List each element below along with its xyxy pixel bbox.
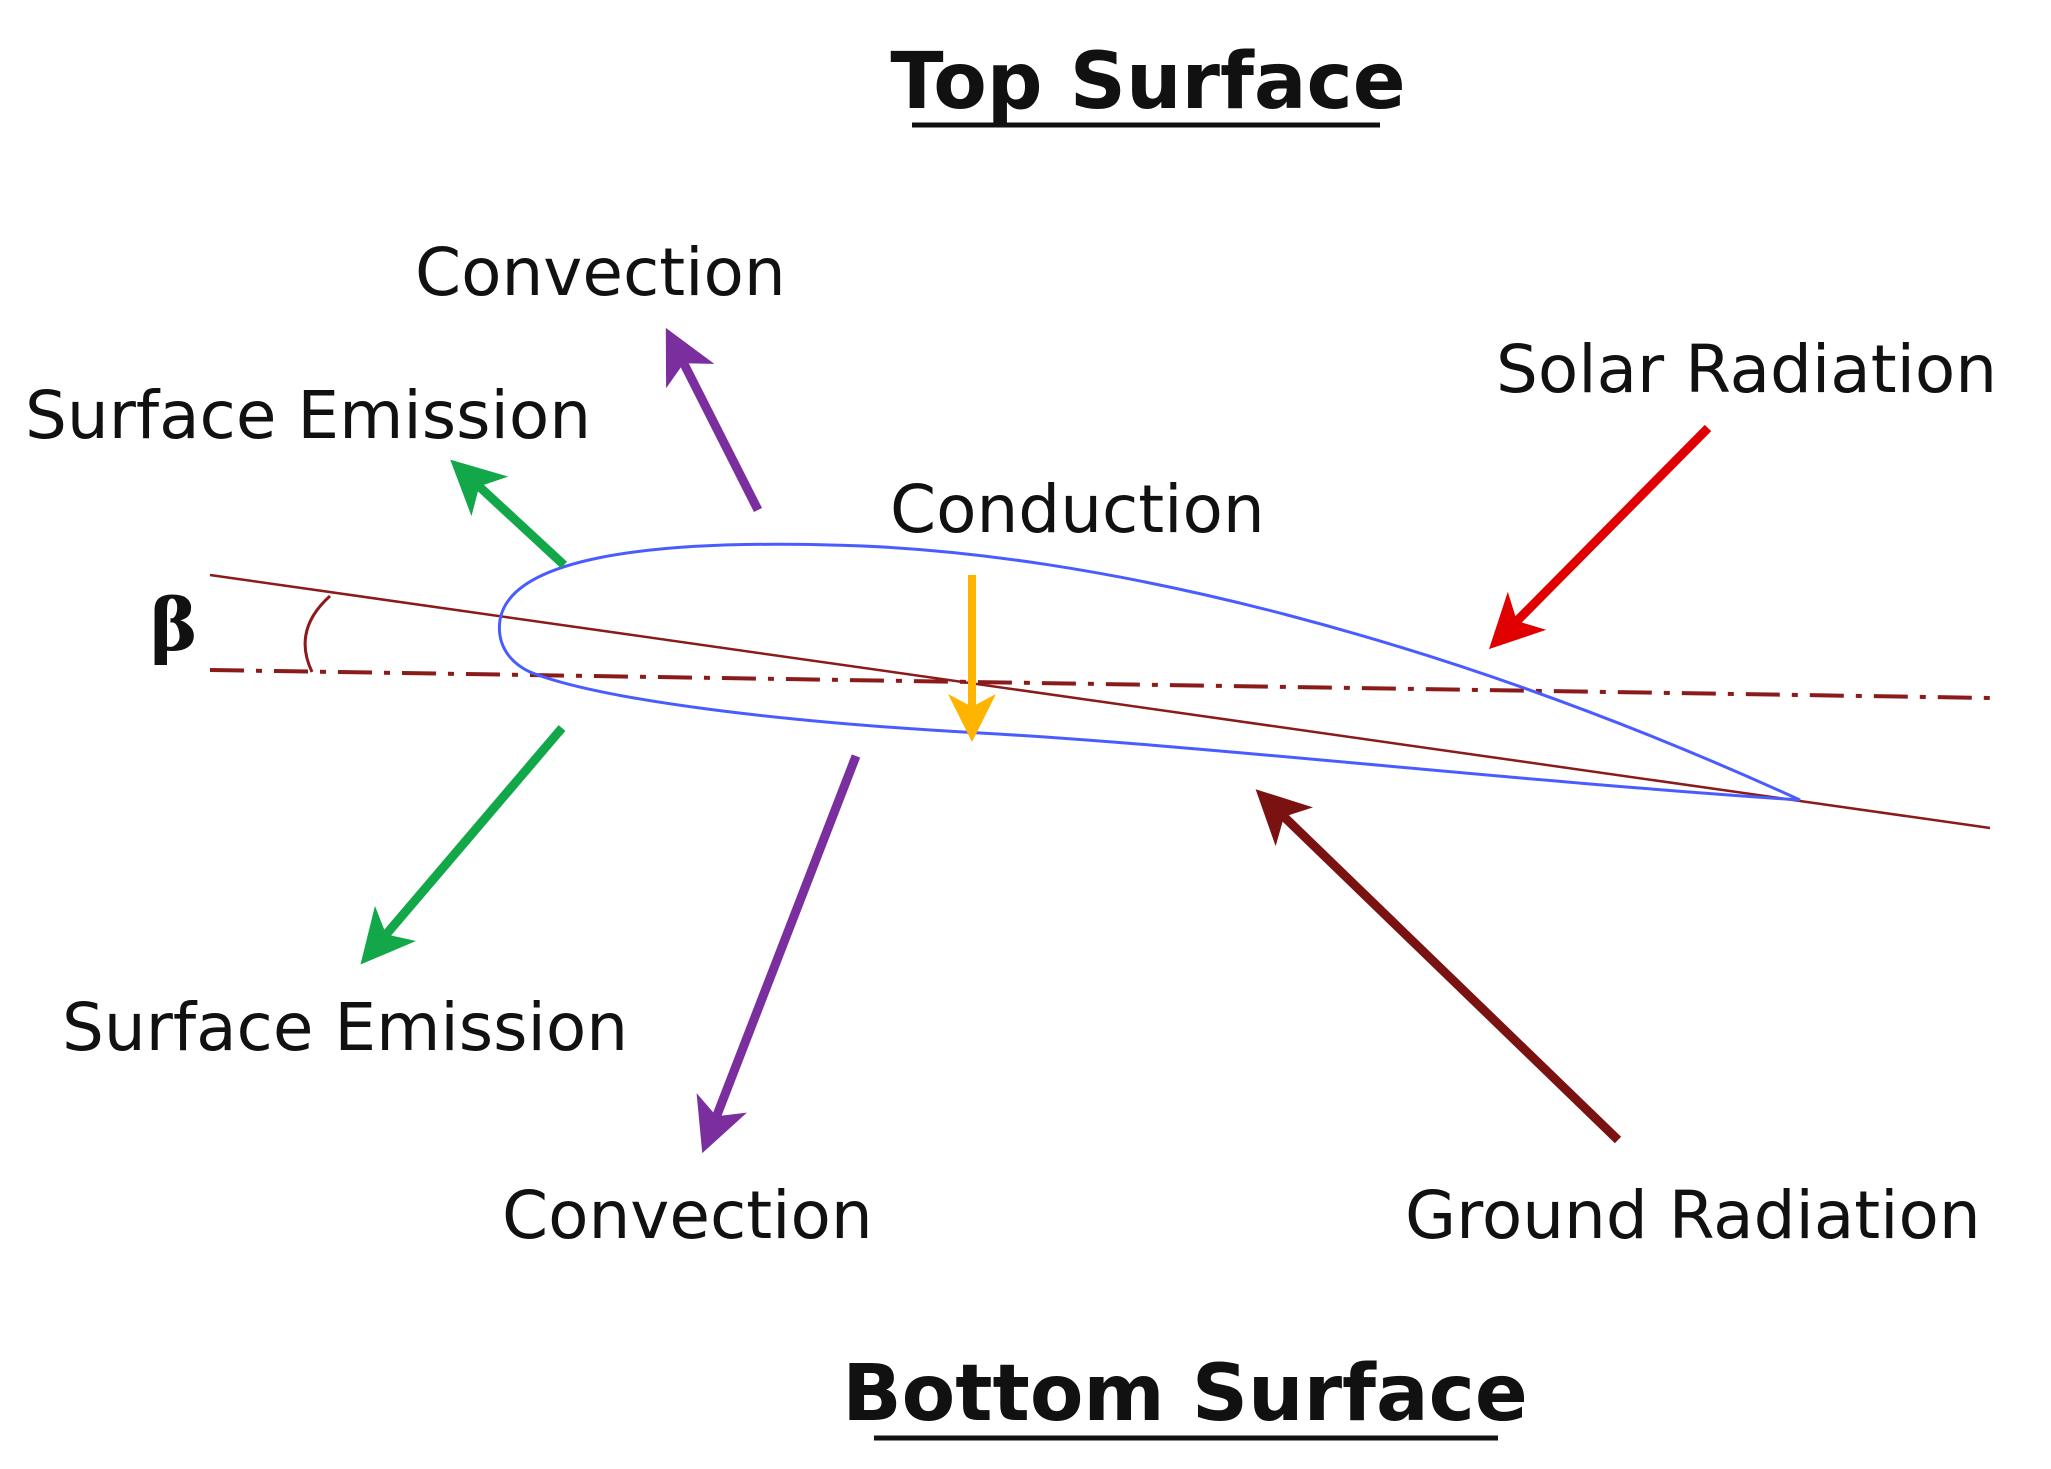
surface-emission-bottom-label: Surface Emission	[62, 989, 628, 1066]
angle-beta-label: β	[150, 582, 198, 667]
ground-radiation-arrow	[1255, 789, 1622, 1144]
chord-line	[209, 573, 1991, 830]
surface-emission-top-arrow	[450, 459, 568, 569]
convection-bottom-label: Convection	[502, 1177, 873, 1254]
surface-emission-top-label: Surface Emission	[25, 377, 591, 454]
bottom-surface-heading: Bottom Surface	[842, 1349, 1528, 1439]
ground-radiation-label: Ground Radiation	[1405, 1177, 1981, 1254]
reference-line	[209, 668, 1991, 700]
surface-emission-bottom-arrow	[360, 725, 566, 965]
solar-radiation-arrow	[1489, 424, 1712, 650]
convection-top-label: Convection	[415, 234, 786, 311]
top-surface-heading: Top Surface	[890, 37, 1405, 127]
convection-bottom-arrow	[696, 754, 861, 1154]
angle-arc	[303, 594, 332, 673]
solar-radiation-label: Solar Radiation	[1496, 331, 1997, 408]
conduction-label: Conduction	[890, 471, 1265, 548]
airfoil	[497, 542, 1801, 802]
convection-top-arrow	[665, 327, 763, 513]
